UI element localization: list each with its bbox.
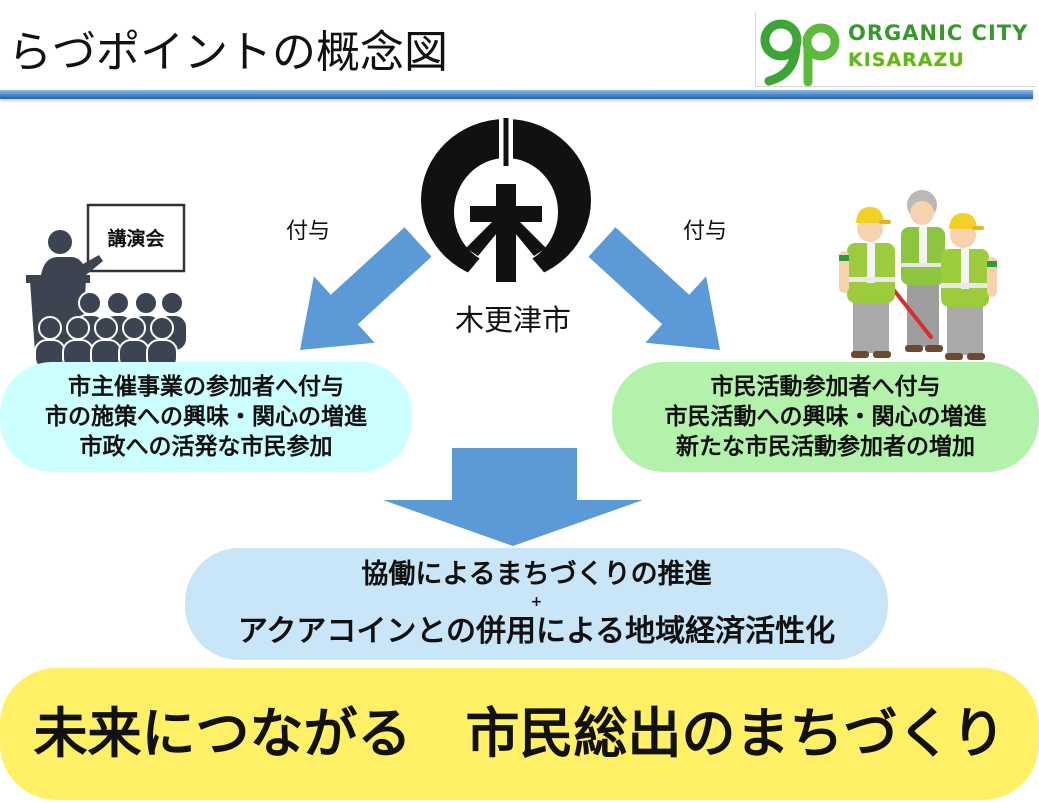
slogan-text: 未来につながる 市民総出のまちづくり [33,702,1006,765]
logo-text-organic-city: ORGANIC CITY [848,21,1029,45]
left-box-line: 市の施策への興味・関心の増進 [45,404,367,430]
title-underline-bar [0,90,1033,99]
result-line-collaboration: 協働によるまちづくりの推進 [361,559,712,590]
citizen-activity-box: 市民活動参加者へ付与 市民活動への興味・関心の増進 新たな市民活動参加者の増加 [612,362,1039,472]
volunteer-right [941,213,997,360]
organic-city-logo-mark-icon [760,19,840,86]
result-line-economy: アクアコインとの併用による地域経済活性化 [237,614,836,649]
left-grant-arrow [300,227,432,350]
audience [34,291,188,367]
logo-text-kisarazu: KISARAZU [848,49,965,71]
slogan-box: 未来につながる 市民総出のまちづくり [0,668,1039,800]
right-box-line: 市民活動への興味・関心の増進 [664,404,987,430]
grant-label-right: 付与 [683,219,728,244]
down-result-arrow [383,448,643,546]
volunteer-left [839,207,895,358]
trash-grabber-stick [891,287,933,339]
result-box: 協働によるまちづくりの推進 + アクアコインとの併用による地域経済活性化 [185,548,888,660]
lecture-sign-label: 講演会 [107,228,165,250]
volunteers-icon [839,190,997,360]
volunteer-middle [901,190,945,352]
right-grant-arrow [588,227,720,350]
kisarazu-city-emblem-icon [421,118,591,282]
citizen-event-box: 市主催事業の参加者へ付与 市の施策への興味・関心の増進 市政への活発な市民参加 [0,362,412,472]
left-box-line: 市政への活発な市民参加 [79,434,333,460]
grant-label-left: 付与 [286,219,331,244]
lecture-sign-board [86,203,186,273]
right-box-line: 市民活動参加者へ付与 [710,374,941,400]
right-box-line: 新たな市民活動参加者の増加 [676,434,975,460]
left-box-line: 市主催事業の参加者へ付与 [68,374,344,400]
result-plus-sign: + [530,594,543,610]
city-name-label: 木更津市 [454,303,571,337]
lecture-audience-icon [26,203,188,367]
page-title: らづポイントの概念図 [8,27,448,78]
logo-frame [755,12,1036,87]
